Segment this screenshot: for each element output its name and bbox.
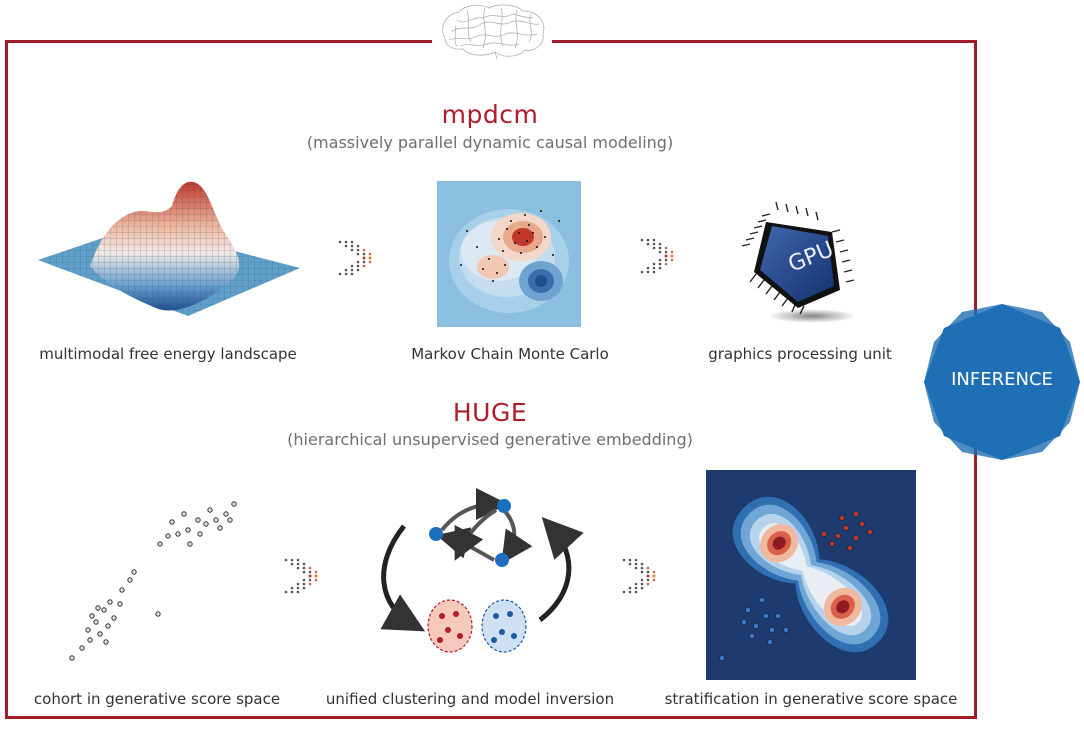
caption-stratification: stratification in generative score space xyxy=(664,690,958,708)
caption-free-energy: multimodal free energy landscape xyxy=(39,345,297,363)
chevron-arrow-icon xyxy=(284,558,318,594)
inference-label: INFERENCE xyxy=(951,369,1053,390)
free-energy-surface xyxy=(38,181,300,316)
mpdcm-subtitle: (massively parallel dynamic causal model… xyxy=(306,133,674,152)
caption-clustering: unified clustering and model inversion xyxy=(325,690,615,708)
gpu-chip-icon: GPU xyxy=(741,202,856,323)
inference-badge xyxy=(924,304,1080,460)
clustering-cycle-diagram xyxy=(380,488,584,653)
huge-subtitle: (hierarchical unsupervised generative em… xyxy=(287,430,693,449)
mpdcm-title: mpdcm xyxy=(441,100,539,129)
stratification-panel xyxy=(706,470,916,680)
caption-mcmc: Markov Chain Monte Carlo xyxy=(411,345,609,363)
mcmc-panel xyxy=(437,181,581,327)
caption-gpu: graphics processing unit xyxy=(708,345,892,363)
chevron-arrow-icon xyxy=(622,558,656,594)
huge-title: HUGE xyxy=(452,398,528,427)
chevron-arrow-icon xyxy=(338,240,372,276)
brain-icon xyxy=(442,4,545,60)
chevron-arrow-icon xyxy=(640,238,674,274)
brain-icon-mask xyxy=(432,0,552,56)
caption-cohort: cohort in generative score space xyxy=(33,690,281,708)
cohort-scatter xyxy=(69,501,237,661)
